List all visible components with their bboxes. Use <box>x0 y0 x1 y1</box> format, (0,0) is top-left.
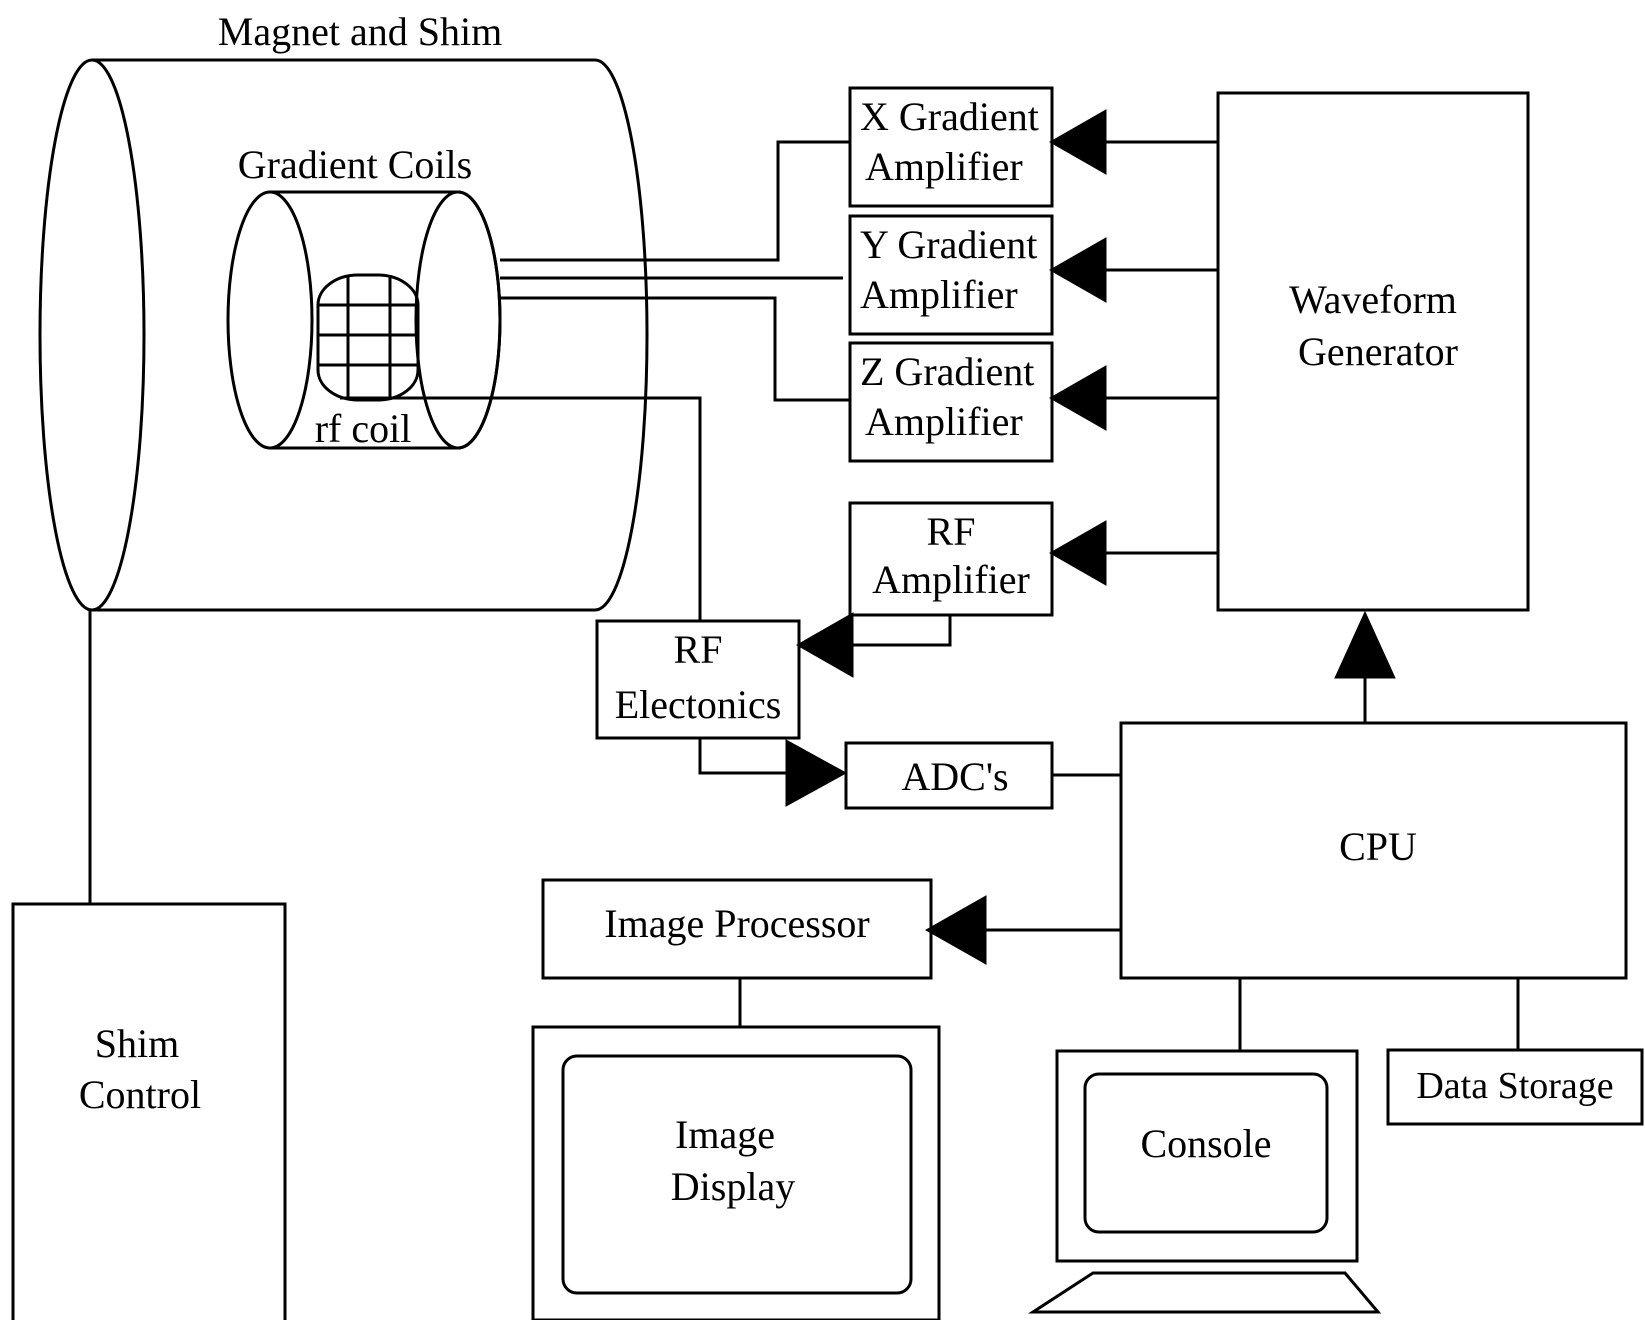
waveform-generator-box <box>1216 91 1530 612</box>
image-display-label-2: Display <box>671 1164 795 1209</box>
rf-electronics-label-2: Electonics <box>615 682 782 727</box>
gradient-coils-label: Gradient Coils <box>238 142 472 187</box>
z-gradient-label: Z Gradient <box>860 349 1034 394</box>
gradient-coils-cylinder <box>226 190 502 450</box>
connection-wires <box>88 140 1520 1051</box>
arrow-to-adcs <box>785 739 848 807</box>
arrowheads <box>785 109 1396 965</box>
shim-control-label-1: Shim <box>95 1021 179 1066</box>
rf-amplifier-box <box>848 501 1054 617</box>
rf-electronics-box <box>595 619 801 740</box>
image-display-monitor <box>531 1025 941 1320</box>
x-gradient-amplifier-box <box>848 86 1054 208</box>
rf-amplifier-label-2: Amplifier <box>872 557 1030 602</box>
y-gradient-label: Y Gradient <box>860 222 1037 267</box>
shim-control-label-2: Control <box>79 1072 201 1117</box>
arrow-to-image-processor <box>924 895 987 965</box>
y-gradient-amplifier-box <box>848 214 1054 336</box>
arrow-to-waveform-generator <box>1334 610 1396 679</box>
waveform-label: Waveform <box>1289 277 1457 322</box>
console-label: Console <box>1140 1121 1271 1166</box>
magnet-and-shim-label: Magnet and Shim <box>218 9 502 54</box>
x-gradient-label: X Gradient <box>860 94 1039 139</box>
magnet-cylinder <box>38 58 649 612</box>
arrow-to-x-amplifier <box>1048 109 1107 175</box>
arrow-to-z-amplifier <box>1048 365 1107 431</box>
adcs-box <box>844 741 1054 810</box>
rf-amplifier-label-1: RF <box>927 509 976 554</box>
rf-electronics-label-1: RF <box>674 627 723 672</box>
generator-label: Generator <box>1298 329 1458 374</box>
console-keyboard <box>1027 1271 1382 1314</box>
rf-coil-label: rf coil <box>315 406 412 451</box>
shim-control-box <box>11 902 287 1320</box>
image-processor-label: Image Processor <box>604 901 869 946</box>
data-storage-label: Data Storage <box>1416 1065 1613 1107</box>
adcs-label: ADC's <box>901 754 1008 799</box>
arrow-to-y-amplifier <box>1048 237 1107 303</box>
cpu-box <box>1119 721 1628 980</box>
image-display-screen <box>561 1054 913 1295</box>
arrow-to-rf-amplifier <box>1048 520 1107 586</box>
console-monitor <box>1055 1049 1359 1263</box>
image-processor-box <box>541 878 933 980</box>
x-amplifier-label: Amplifier <box>865 144 1023 189</box>
rf-coil <box>316 273 420 402</box>
cpu-label: CPU <box>1339 824 1417 869</box>
image-display-label-1: Image <box>675 1112 775 1157</box>
z-amplifier-label: Amplifier <box>865 399 1023 444</box>
data-storage-box <box>1386 1048 1644 1126</box>
z-gradient-amplifier-box <box>848 341 1054 463</box>
arrow-to-rf-electronics <box>795 612 854 678</box>
y-amplifier-label: Amplifier <box>860 272 1018 317</box>
console-screen <box>1083 1072 1329 1234</box>
